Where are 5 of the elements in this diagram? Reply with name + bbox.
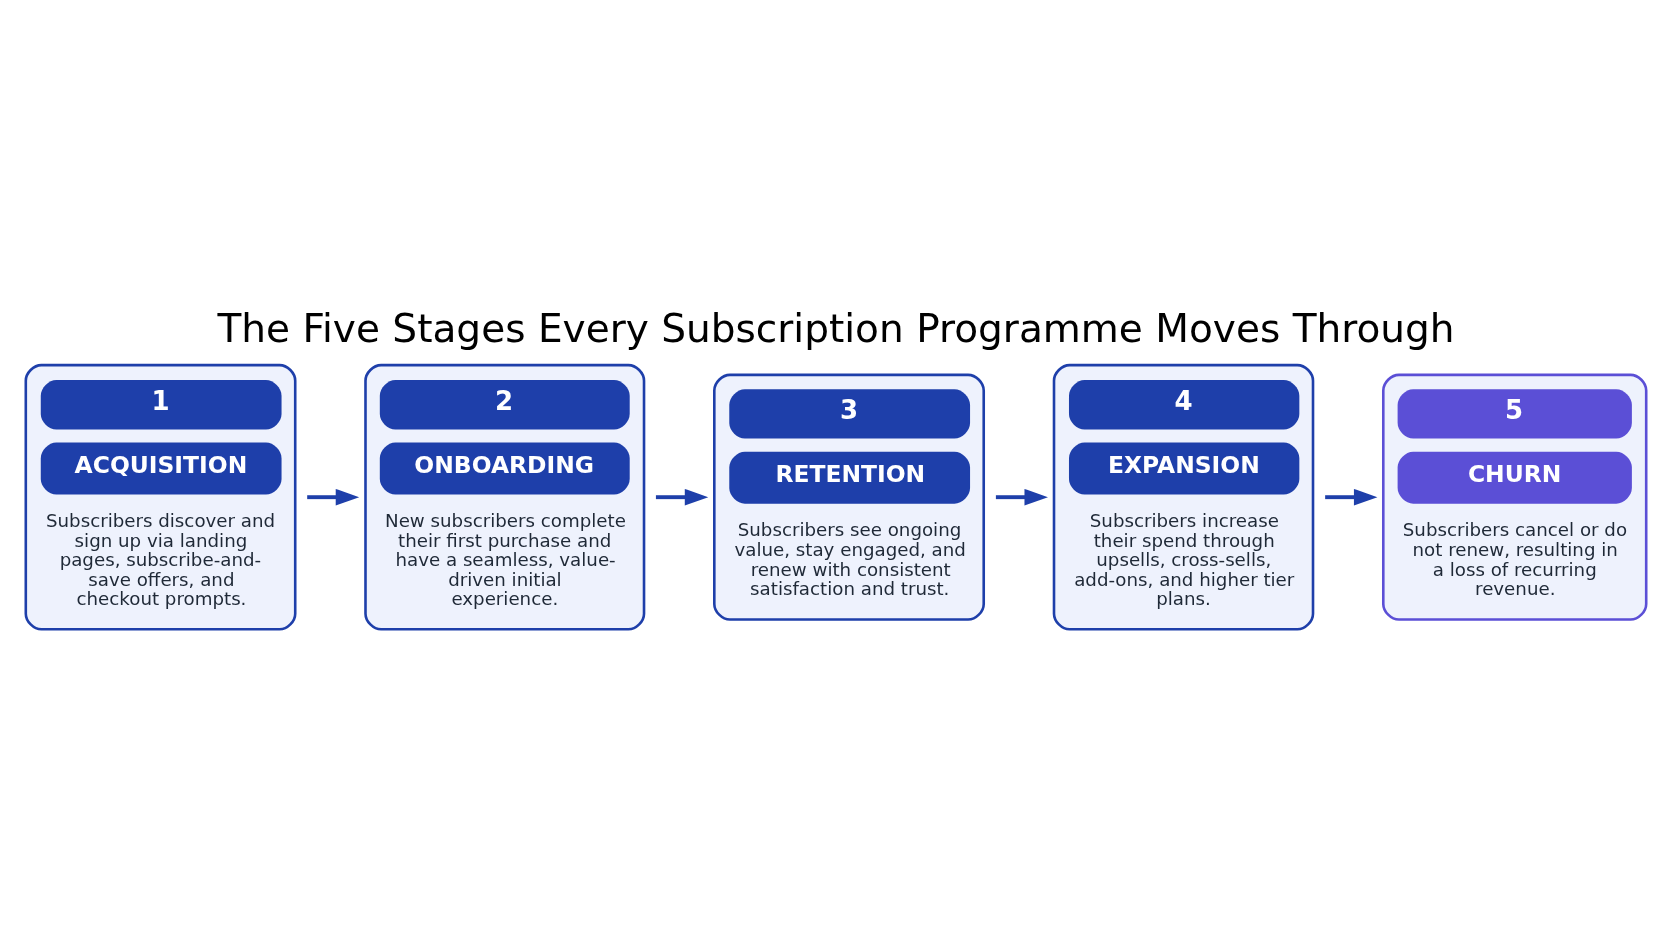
arrow <box>995 488 1048 506</box>
diagram-title: The Five Stages Every Subscription Programme Moves Through <box>217 305 1455 351</box>
arrow <box>307 488 360 506</box>
arrow <box>1325 488 1378 506</box>
arrow <box>655 488 709 506</box>
